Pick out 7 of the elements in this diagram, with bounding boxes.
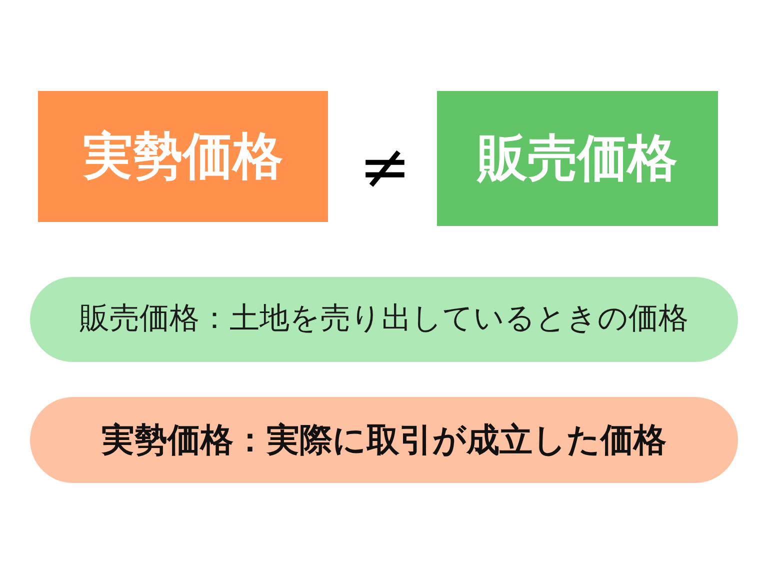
definition-text: 販売価格：土地を売り出しているときの価格 xyxy=(80,302,688,337)
definition-text: 実勢価格：実際に取引が成立した価格 xyxy=(102,421,666,459)
price-label: 販売価格 xyxy=(478,130,678,188)
price-label: 実勢価格 xyxy=(83,128,283,186)
not-equal-sign: ≠ xyxy=(359,136,411,198)
price-box xyxy=(437,91,718,226)
price-box xyxy=(38,91,328,222)
